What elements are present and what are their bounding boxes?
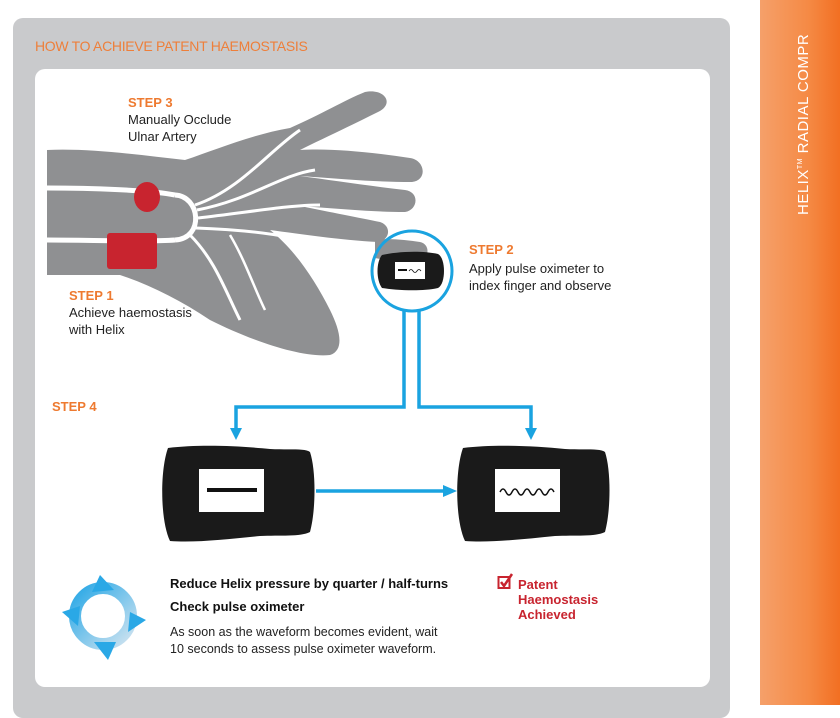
hand-shape	[47, 91, 423, 356]
ulnar-occlusion-marker	[134, 182, 160, 212]
helix-compression-device	[107, 233, 157, 269]
result-patent-haemostasis: Patent Haemostasis Achieved	[518, 577, 598, 622]
flow-arrows	[234, 311, 533, 493]
result-line-2: Haemostasis	[518, 592, 599, 607]
arrow-head-right	[525, 428, 537, 440]
finger-oximeter	[370, 229, 454, 313]
oximeter-no-waveform	[162, 445, 315, 542]
step-2-label: STEP 2	[469, 242, 514, 257]
brand-sidebar	[760, 0, 840, 705]
step-2-description: Apply pulse oximeter to index finger and…	[469, 260, 611, 294]
step-1-line-2: with Helix	[69, 322, 125, 337]
panel-title: HOW TO ACHIEVE PATENT HAEMOSTASIS	[35, 38, 308, 54]
magnify-circle	[370, 229, 454, 313]
hand-illustration	[46, 91, 423, 356]
result-line-3: Achieved	[518, 607, 576, 622]
waveform-icon	[499, 488, 555, 496]
step-3-description: Manually Occlude Ulnar Artery	[128, 111, 231, 145]
instruction-detail-line-2: 10 seconds to assess pulse oximeter wave…	[170, 642, 437, 656]
instruction-reduce-pressure: Reduce Helix pressure by quarter / half-…	[170, 576, 449, 591]
instruction-detail-line-1: As soon as the waveform becomes evident,…	[170, 625, 438, 639]
checkbox-checked-icon	[497, 573, 514, 589]
arrow-head-left	[230, 428, 242, 440]
step-4-label: STEP 4	[52, 399, 97, 414]
step-2-line-1: Apply pulse oximeter to	[469, 261, 605, 276]
arrow-to-wave-oximeter	[417, 311, 533, 430]
step-3-label: STEP 3	[128, 95, 173, 110]
arrow-to-flat-oximeter	[234, 311, 406, 430]
arrow-head-mid	[443, 485, 457, 497]
oximeter-waveform	[457, 445, 610, 542]
step-2-line-2: index finger and observe	[469, 278, 612, 293]
step-3-line-2: Ulnar Artery	[128, 129, 197, 144]
step-1-line-1: Achieve haemostasis	[69, 305, 192, 320]
instruction-check-oximeter: Check pulse oximeter	[170, 599, 305, 614]
step-1-label: STEP 1	[69, 288, 114, 303]
step-1-description: Achieve haemostasis with Helix	[69, 304, 192, 338]
result-line-1: Patent	[518, 577, 558, 592]
step-3-line-1: Manually Occlude	[128, 112, 232, 127]
cycle-arrows-icon	[62, 575, 146, 660]
instruction-detail: As soon as the waveform becomes evident,…	[170, 624, 438, 658]
